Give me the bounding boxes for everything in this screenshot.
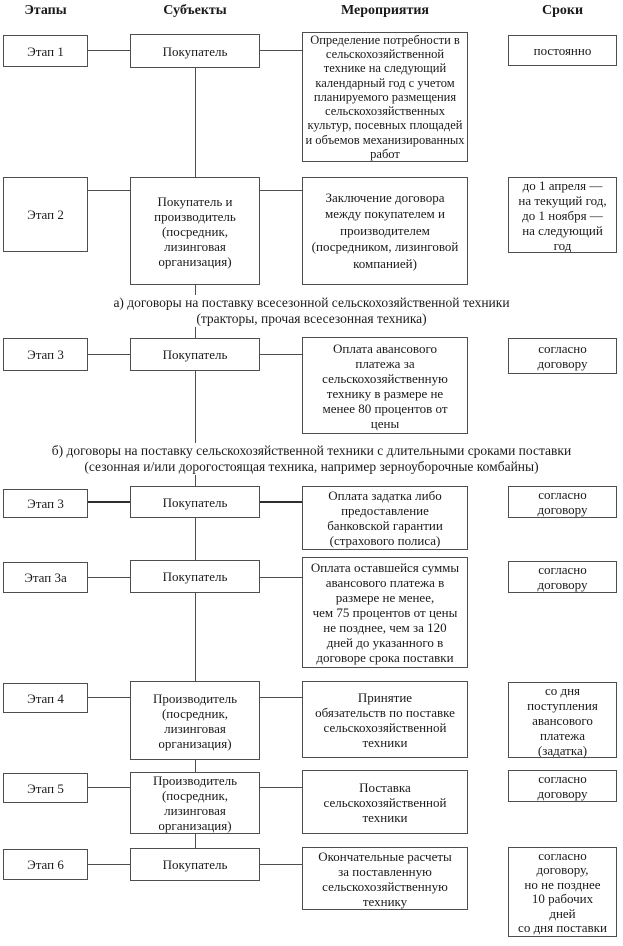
column-header-activities: Мероприятия	[340, 3, 430, 18]
term-box: согласно договору	[508, 486, 617, 518]
activity-box: Оплата задатка либо предоставление банко…	[302, 486, 468, 550]
column-header-terms: Сроки	[541, 3, 584, 18]
term-box: согласно договору	[508, 561, 617, 593]
subject-box: Производитель (посредник, лизинговая орг…	[130, 772, 260, 834]
stage-box: Этап 2	[3, 177, 88, 252]
subject-box: Покупатель	[130, 486, 260, 518]
activity-box: Оплата оставшейся суммы авансового плате…	[302, 557, 468, 668]
term-box: постоянно	[508, 35, 617, 66]
stage-box: Этап 3	[3, 338, 88, 371]
activity-box: Окончательные расчеты за поставленную се…	[302, 847, 468, 910]
stage-box: Этап 3а	[3, 562, 88, 593]
stage-box: Этап 6	[3, 849, 88, 880]
subject-box: Производитель (посредник, лизинговая орг…	[130, 681, 260, 760]
activity-box: Поставка сельскохозяйственной техники	[302, 770, 468, 834]
term-box: до 1 апреля — на текущий год, до 1 ноябр…	[508, 177, 617, 253]
subject-box: Покупатель	[130, 34, 260, 68]
section-label-b: б) договоры на поставку сельскохозяйстве…	[0, 443, 623, 475]
subject-box: Покупатель	[130, 560, 260, 593]
term-box: согласно договору	[508, 770, 617, 802]
activity-box: Заключение договора между покупателем и …	[302, 177, 468, 285]
activity-box: Определение потребности в сельскохозяйст…	[302, 32, 468, 162]
stage-box: Этап 3	[3, 489, 88, 518]
term-box: согласно договору	[508, 338, 617, 374]
subject-box: Покупатель	[130, 338, 260, 371]
subject-box: Покупатель	[130, 848, 260, 881]
stage-box: Этап 1	[3, 35, 88, 67]
term-box: со дня поступления авансового платежа (з…	[508, 682, 617, 758]
stage-box: Этап 4	[3, 683, 88, 713]
section-label-a: а) договоры на поставку всесезонной сель…	[0, 295, 623, 327]
term-box: согласно договору, но не позднее 10 рабо…	[508, 847, 617, 937]
activity-box: Оплата авансового платежа за сельскохозя…	[302, 337, 468, 434]
column-header-stages: Этапы	[24, 3, 67, 18]
column-header-subjects: Субъекты	[163, 3, 227, 18]
activity-box: Принятие обязательств по поставке сельск…	[302, 681, 468, 758]
subject-box: Покупатель и производитель (посредник, л…	[130, 177, 260, 285]
stage-box: Этап 5	[3, 773, 88, 803]
